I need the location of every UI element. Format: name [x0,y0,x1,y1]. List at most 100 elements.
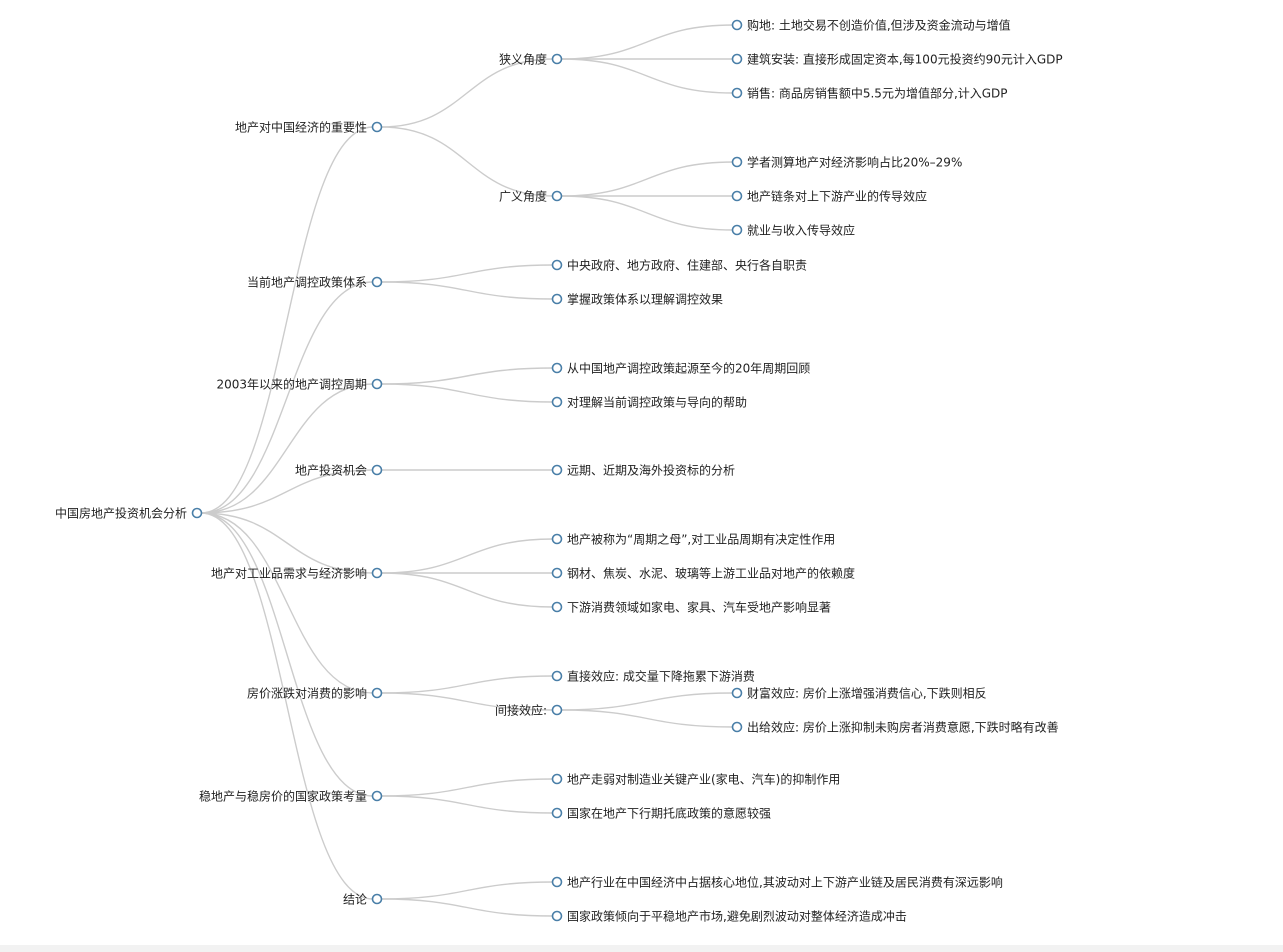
leaf-node[interactable]: 地产行业在中国经济中占据核心地位,其波动对上下游产业链及居民消费有深远影响 [551,875,1003,890]
leaf-node[interactable]: 从中国地产调控政策起源至今的20年周期回顾 [551,361,811,376]
connector-line [380,264,554,283]
node-toggle-circle[interactable] [551,396,563,408]
branch-node[interactable]: 房价涨跌对消费的影响 [247,686,383,701]
leaf-node[interactable]: 下游消费领域如家电、家具、汽车受地产影响显著 [551,600,832,615]
branch-node[interactable]: 广义角度 [499,189,563,204]
branch-node[interactable]: 地产对中国经济的重要性 [235,120,383,135]
node-label: 间接效应: [495,703,547,718]
leaf-node[interactable]: 掌握政策体系以理解调控效果 [551,292,724,307]
mindmap-nodes: 中国房地产投资机会分析 地产对中国经济的重要性 狭义角度 购地: 土地交易不创造价值,… [55,18,1063,924]
leaf-node[interactable]: 国家政策倾向于平稳地产市场,避免剧烈波动对整体经济造成冲击 [551,909,907,924]
branch-node[interactable]: 狭义角度 [499,52,563,67]
branch-node[interactable]: 2003年以来的地产调控周期 [216,377,383,392]
node-toggle-circle[interactable] [731,156,743,168]
node-toggle-circle[interactable] [551,464,563,476]
node-label: 中央政府、地方政府、住建部、央行各自职责 [567,258,807,273]
connector-line [380,281,554,300]
connector-line [380,898,554,917]
node-toggle-circle[interactable] [371,687,383,699]
leaf-node[interactable]: 中央政府、地方政府、住建部、央行各自职责 [551,258,808,273]
node-toggle-circle[interactable] [731,87,743,99]
branch-node[interactable]: 地产投资机会 [295,463,383,478]
node-toggle-circle[interactable] [551,567,563,579]
node-toggle-circle[interactable] [551,670,563,682]
connector-line [200,281,374,514]
node-toggle-circle[interactable] [551,293,563,305]
leaf-node[interactable]: 财富效应: 房价上涨增强消费信心,下跌则相反 [731,686,987,701]
node-toggle-circle[interactable] [371,790,383,802]
node-toggle-circle[interactable] [731,19,743,31]
node-label: 房价涨跌对消费的影响 [247,686,367,701]
leaf-node[interactable]: 学者测算地产对经济影响占比20%–29% [731,155,963,170]
node-toggle-circle[interactable] [371,121,383,133]
connector-line [200,469,374,514]
connector-line [560,709,734,728]
branch-node[interactable]: 当前地产调控政策体系 [247,275,383,290]
node-toggle-circle[interactable] [551,362,563,374]
node-toggle-circle[interactable] [731,721,743,733]
node-label: 购地: 土地交易不创造价值,但涉及资金流动与增值 [747,18,1011,33]
node-label: 地产对工业品需求与经济影响 [211,566,367,581]
node-toggle-circle[interactable] [731,190,743,202]
node-toggle-circle[interactable] [731,53,743,65]
leaf-node[interactable]: 远期、近期及海外投资标的分析 [551,463,736,478]
node-toggle-circle[interactable] [371,378,383,390]
node-toggle-circle[interactable] [371,893,383,905]
connector-line [380,675,554,694]
node-toggle-circle[interactable] [551,910,563,922]
connector-line [380,538,554,574]
leaf-node[interactable]: 对理解当前调控政策与导向的帮助 [551,395,748,410]
connector-line [380,367,554,385]
leaf-node[interactable]: 销售: 商品房销售额中5.5元为增值部分,计入GDP [731,86,1008,101]
node-toggle-circle[interactable] [371,464,383,476]
branch-node[interactable]: 稳地产与稳房价的国家政策考量 [199,789,383,804]
connector-line [380,692,554,711]
node-label: 就业与收入传导效应 [747,223,855,238]
leaf-node[interactable]: 建筑安装: 直接形成固定资本,每100元投资约90元计入GDP [731,52,1063,67]
node-toggle-circle[interactable] [731,224,743,236]
branch-node[interactable]: 间接效应: [495,703,563,718]
connector-line [560,692,734,711]
node-toggle-circle[interactable] [731,687,743,699]
connector-line [380,881,554,900]
node-label: 远期、近期及海外投资标的分析 [567,463,735,478]
leaf-node[interactable]: 钢材、焦炭、水泥、玻璃等上游工业品对地产的依赖度 [551,566,856,581]
node-toggle-circle[interactable] [551,601,563,613]
node-label: 地产走弱对制造业关键产业(家电、汽车)的抑制作用 [567,772,840,787]
node-toggle-circle[interactable] [551,773,563,785]
node-toggle-circle[interactable] [551,259,563,271]
node-toggle-circle[interactable] [551,876,563,888]
branch-node[interactable]: 结论 [343,893,383,907]
node-label: 广义角度 [499,189,547,204]
node-label: 学者测算地产对经济影响占比20%–29% [747,155,962,170]
connector-line [560,161,734,197]
node-toggle-circle[interactable] [371,567,383,579]
leaf-node[interactable]: 国家在地产下行期托底政策的意愿较强 [551,806,772,821]
node-toggle-circle[interactable] [371,276,383,288]
node-label: 当前地产调控政策体系 [247,275,367,290]
leaf-node[interactable]: 直接效应: 成交量下降拖累下游消费 [551,669,755,684]
node-toggle-circle[interactable] [551,533,563,545]
node-label: 地产行业在中国经济中占据核心地位,其波动对上下游产业链及居民消费有深远影响 [567,875,1003,890]
leaf-node[interactable]: 就业与收入传导效应 [731,223,856,238]
node-label: 钢材、焦炭、水泥、玻璃等上游工业品对地产的依赖度 [567,566,855,581]
leaf-node[interactable]: 地产链条对上下游产业的传导效应 [731,189,928,204]
node-toggle-circle[interactable] [551,704,563,716]
leaf-node[interactable]: 购地: 土地交易不创造价值,但涉及资金流动与增值 [731,18,1011,33]
leaf-node[interactable]: 出给效应: 房价上涨抑制未购房者消费意愿,下跌时略有改善 [731,720,1059,735]
connector-line [380,58,554,128]
node-label: 地产链条对上下游产业的传导效应 [747,189,927,204]
node-label: 对理解当前调控政策与导向的帮助 [567,395,747,410]
connector-line [200,512,374,797]
node-toggle-circle[interactable] [551,53,563,65]
node-toggle-circle[interactable] [551,807,563,819]
root-node[interactable]: 中国房地产投资机会分析 [55,506,203,521]
leaf-node[interactable]: 地产走弱对制造业关键产业(家电、汽车)的抑制作用 [551,772,841,787]
connector-line [380,795,554,814]
branch-node[interactable]: 地产对工业品需求与经济影响 [211,566,383,581]
node-label: 结论 [343,893,367,907]
node-label: 掌握政策体系以理解调控效果 [567,292,723,307]
leaf-node[interactable]: 地产被称为“周期之母”,对工业品周期有决定性作用 [551,532,836,547]
node-toggle-circle[interactable] [191,507,203,519]
node-toggle-circle[interactable] [551,190,563,202]
